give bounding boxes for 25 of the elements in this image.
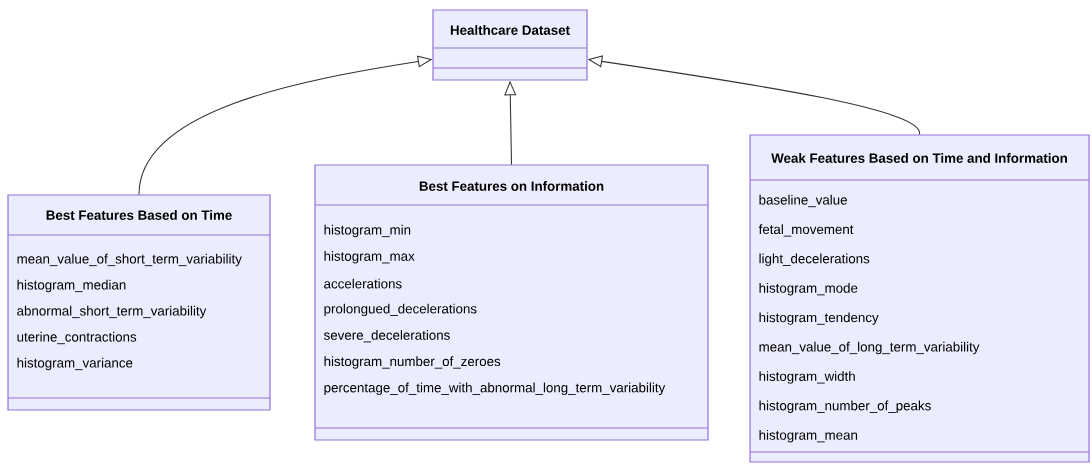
- attribute-text: fetal_movement: [758, 224, 854, 237]
- class-title: Best Features on Information: [419, 181, 604, 191]
- attribute-text: histogram_mode: [759, 283, 858, 296]
- class-title: Best Features Based on Time: [46, 210, 232, 220]
- attribute-text: abnormal_short_term_variability: [17, 305, 207, 319]
- attribute-text: severe_decelerations: [324, 330, 450, 343]
- attribute-text: uterine_contractions: [17, 331, 137, 345]
- attribute-text: histogram_min: [324, 224, 411, 238]
- attribute-text: histogram_number_of_peaks: [759, 400, 931, 413]
- attribute-text: light_decelerations: [759, 253, 870, 266]
- class-title: Healthcare Dataset: [450, 25, 570, 35]
- attribute-text: histogram_width: [759, 371, 855, 384]
- attribute-text: prolongued_decelerations: [324, 303, 477, 317]
- attribute-text: histogram_tendency: [759, 312, 879, 325]
- attribute-text: histogram_median: [17, 279, 126, 293]
- attribute-text: percentage_of_time_with_abnormal_long_term_variability: [324, 382, 666, 395]
- attribute-text: mean_value_of_long_term_variability: [759, 341, 980, 355]
- attribute-text: accelerations: [324, 278, 402, 289]
- attribute-text: histogram_variance: [17, 357, 133, 371]
- attribute-text: histogram_mean: [759, 430, 858, 443]
- attribute-text: histogram_number_of_zeroes: [324, 356, 501, 369]
- attribute-text: baseline_value: [759, 194, 847, 208]
- attribute-text: mean_value_of_short_term_variability: [17, 253, 242, 267]
- class-title: Weak Features Based on Time and Information: [771, 153, 1067, 163]
- attribute-text: histogram_max: [324, 251, 415, 264]
